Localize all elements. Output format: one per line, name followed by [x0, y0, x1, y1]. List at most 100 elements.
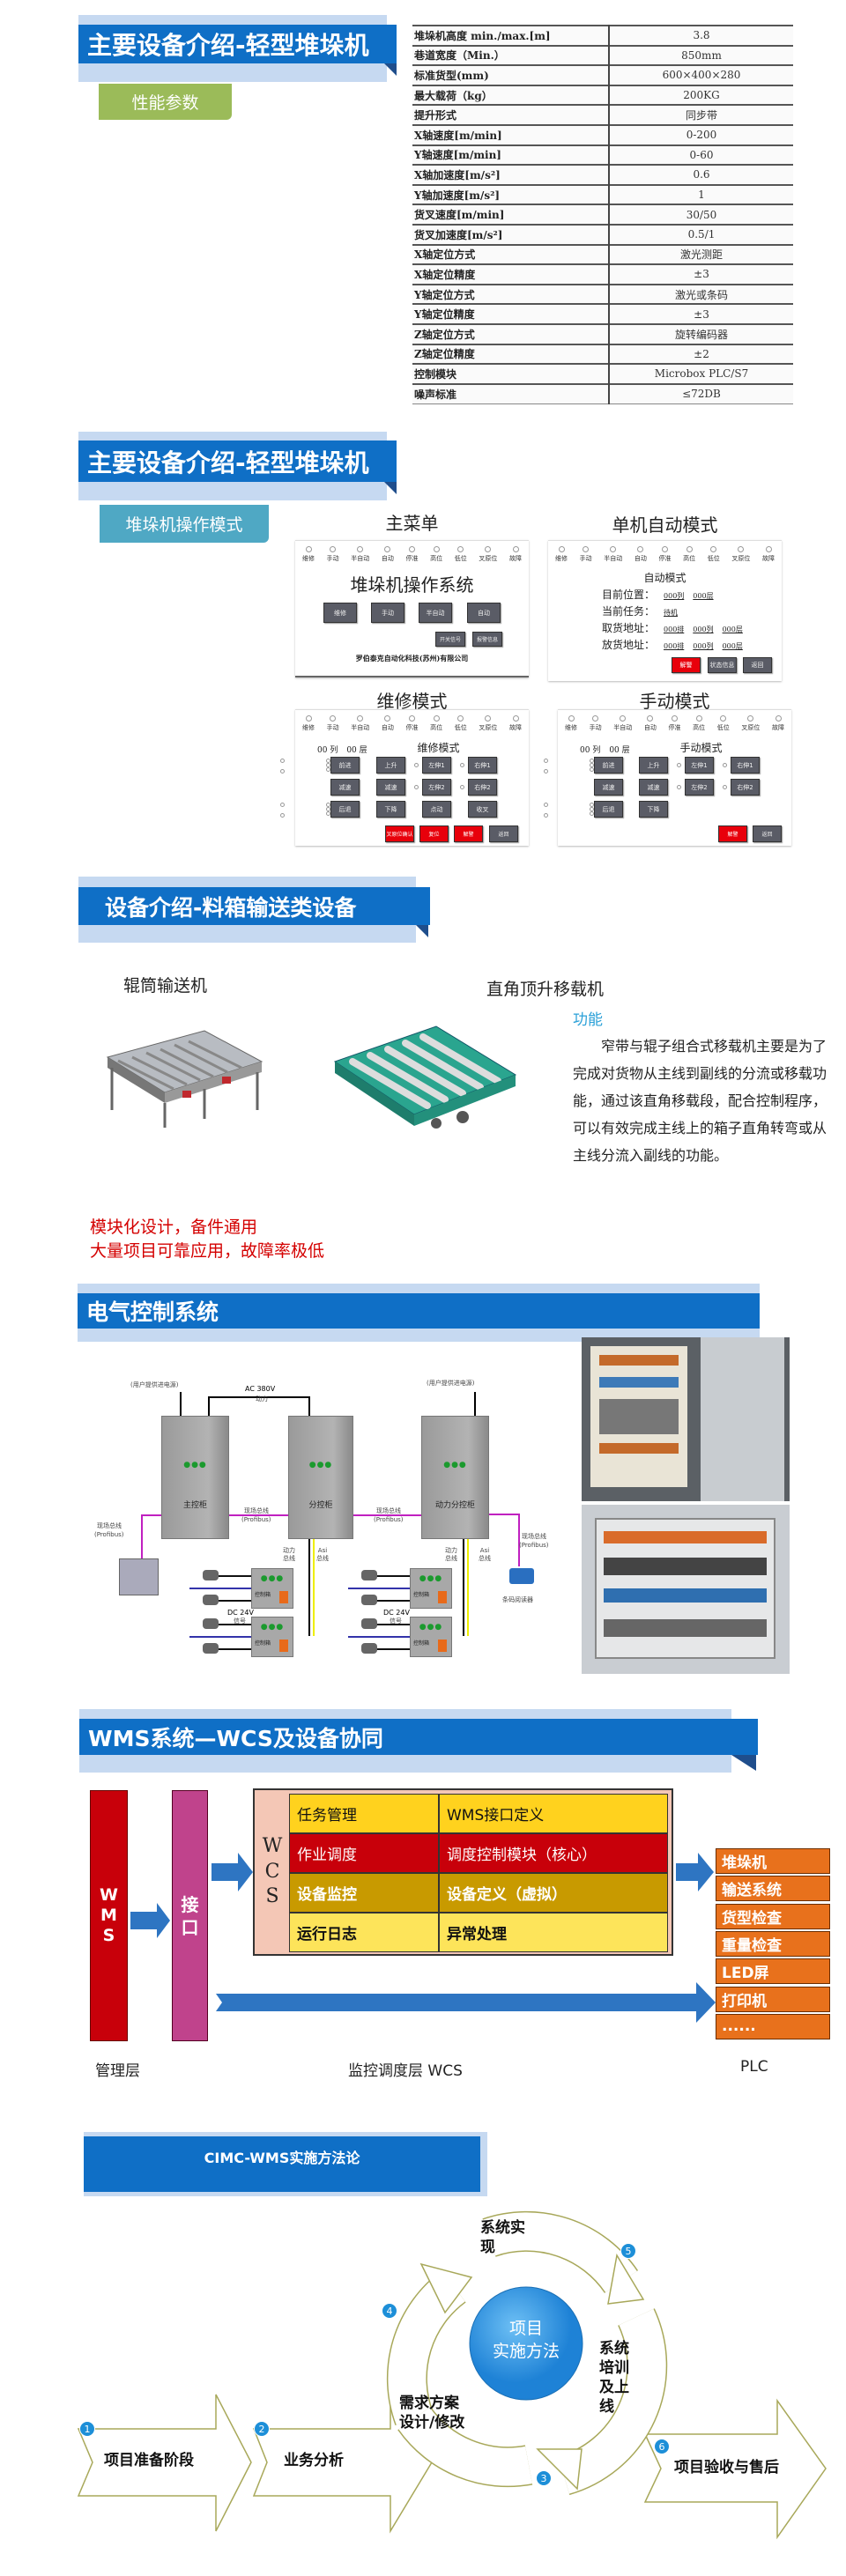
indicator-light	[590, 759, 594, 763]
center-label-line2: 实施方法	[492, 2342, 560, 2361]
auto-info-label: 放货地址：	[602, 639, 656, 651]
mode-button[interactable]: 自动	[467, 603, 501, 623]
spec-row: Z轴定位方式旋转编码器	[412, 322, 793, 344]
spec-value: 3.8	[609, 25, 793, 47]
jog-button[interactable]: 前进	[594, 757, 623, 774]
power-sub-cabinet-label: 动力分控柜	[434, 1501, 475, 1510]
jog-button[interactable]: 减速	[330, 779, 360, 796]
status-indicator: 叉原位	[731, 546, 750, 563]
auto-action-button[interactable]: 返回	[743, 657, 772, 673]
jog-button[interactable]: 右伸1	[731, 757, 760, 774]
signal-label: 信号	[234, 1617, 246, 1625]
status-indicator: 维修	[555, 546, 568, 563]
indicator-light	[460, 785, 464, 789]
jog-button[interactable]: 上升	[376, 757, 405, 774]
mode-button[interactable]: 半自动	[419, 603, 452, 623]
jog-button[interactable]: 左伸2	[422, 779, 451, 796]
auto-action-button[interactable]: 状态信息	[708, 657, 737, 673]
center-circle	[469, 2286, 583, 2401]
jog-button[interactable]: 后退	[330, 801, 360, 818]
step-arrow-6	[643, 2398, 827, 2540]
spec-row: 货叉速度[m/min]30/50	[412, 204, 793, 226]
jog-button[interactable]: 减速	[639, 779, 668, 796]
transfer-conveyor-label: 直角顶升移载机	[486, 980, 605, 999]
status-indicator: 高位	[683, 546, 695, 563]
barcode-reader-label: 条码阅读器	[502, 1596, 533, 1603]
highlight-2: 大量项目可靠应用，故障率极低	[90, 1241, 325, 1261]
profibus-label: (Profibus)	[94, 1531, 124, 1538]
spec-param: X轴速度[m/min]	[412, 123, 610, 146]
jog-button[interactable]: 点动	[422, 801, 451, 818]
status-indicators: 维修手动半自动自动停准高位低位叉原位故障	[302, 715, 522, 732]
spec-row: 噪声标准≤72DB	[412, 382, 793, 404]
tab-performance-params[interactable]: 性能参数	[99, 84, 232, 120]
motor-icon	[203, 1643, 219, 1654]
spec-row: 货叉加速度[m/s²]0.5/1	[412, 223, 793, 246]
interface-bar: 接口	[172, 1790, 208, 2041]
step-label-4: 系统实现	[480, 2219, 525, 2257]
spec-row: Y轴定位精度±3	[412, 303, 793, 325]
jog-button[interactable]: 右伸1	[468, 757, 497, 774]
spec-row: Z轴定位精度±2	[412, 343, 793, 365]
jog-button[interactable]: 左伸1	[422, 757, 451, 774]
mode-button[interactable]: 维修	[323, 603, 357, 623]
small-button[interactable]: 报警信息	[472, 632, 502, 647]
action-button[interactable]: 解警	[454, 825, 483, 842]
jog-button[interactable]: 下降	[639, 801, 668, 818]
action-button[interactable]: 解警	[718, 825, 747, 842]
status-indicator: 低位	[455, 546, 467, 563]
wcs-module: 调度控制模块（核心）	[439, 1833, 668, 1873]
jog-button[interactable]: 前进	[330, 757, 360, 774]
jog-button[interactable]: 右伸2	[731, 779, 760, 796]
jog-button[interactable]: 左伸2	[685, 779, 714, 796]
status-indicator: 高位	[693, 715, 705, 732]
action-button[interactable]: 返回	[489, 825, 518, 842]
tab-operation-mode[interactable]: 堆垛机操作模式	[100, 505, 269, 543]
jog-button[interactable]: 上升	[639, 757, 668, 774]
fieldbus-label: 现场总线	[522, 1533, 546, 1540]
small-button[interactable]: 开关信号	[435, 632, 465, 647]
status-indicator: 停准	[406, 715, 419, 732]
emergency-switch	[438, 1640, 447, 1652]
asi-bus-label: Asi总线	[316, 1547, 329, 1563]
arrow-wcs-to-plc	[676, 1853, 714, 1891]
status-indicator: 叉原位	[479, 715, 497, 732]
cabinet-photo-top	[582, 1337, 790, 1501]
action-button[interactable]: 复位	[419, 825, 449, 842]
status-indicator: 维修	[302, 546, 315, 563]
status-leds: ●●●	[260, 1574, 285, 1583]
status-indicator: 故障	[509, 715, 522, 732]
jog-button[interactable]: 收叉	[468, 801, 497, 818]
power-label: 动力	[256, 1395, 268, 1403]
action-button[interactable]: 叉原位确认	[385, 825, 414, 842]
auto-action-button[interactable]: 解警	[672, 657, 701, 673]
spec-param: 货叉速度[m/min]	[412, 204, 610, 226]
signal-line	[189, 1588, 251, 1589]
jog-button[interactable]: 减速	[594, 779, 623, 796]
company-name: 罗伯泰克自动化科技(苏州)有限公司	[355, 654, 469, 663]
jog-button[interactable]: 左伸1	[685, 757, 714, 774]
dc-voltage-label: DC 24V	[383, 1609, 410, 1617]
spec-value: 1	[609, 183, 793, 205]
wire	[377, 1648, 410, 1650]
jog-button[interactable]: 后退	[594, 801, 623, 818]
jog-button[interactable]: 右伸2	[468, 779, 497, 796]
spec-value: ±3	[609, 303, 793, 325]
arrow-interface-to-wcs	[212, 1853, 253, 1891]
indicator-light	[326, 803, 330, 807]
status-indicator: 半自动	[351, 715, 369, 732]
jog-button[interactable]: 下降	[376, 801, 405, 818]
motor-icon	[203, 1618, 219, 1629]
spec-row: 标准货型(mm)600×400×280	[412, 64, 793, 86]
cabinet-photo-bottom	[582, 1505, 790, 1674]
spec-param: Y轴定位精度	[412, 303, 610, 325]
auto-info-value: 000列	[664, 592, 685, 600]
action-button[interactable]: 返回	[753, 825, 782, 842]
indicator-light	[723, 785, 727, 789]
sub-cabinet: ●●●分控柜	[288, 1416, 353, 1539]
indicator-light	[280, 759, 285, 763]
jog-button[interactable]: 减速	[376, 779, 405, 796]
mode-button[interactable]: 手动	[371, 603, 404, 623]
wire	[219, 1575, 251, 1577]
spec-param: X轴加速度[m/s²]	[412, 164, 610, 186]
